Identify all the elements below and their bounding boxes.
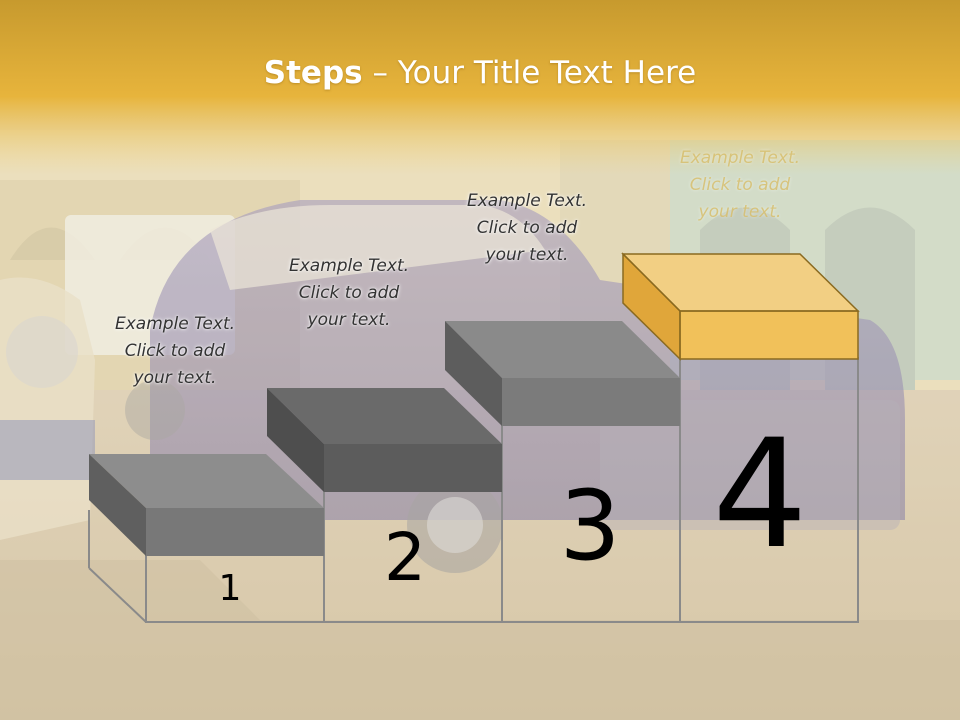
steps-diagram <box>88 252 860 623</box>
title-rest: Your Title Text Here <box>397 55 697 91</box>
step-1-text[interactable]: Example Text. Click to add your text. <box>114 314 236 388</box>
step-3-block[interactable] <box>445 321 680 426</box>
title-bold: Steps <box>263 55 363 91</box>
step-2-number: 2 <box>384 519 426 596</box>
title-dash: – <box>362 55 398 91</box>
step-3-text[interactable]: Example Text. Click to add your text. <box>466 191 588 265</box>
step-1-block[interactable] <box>89 454 324 556</box>
step-3-number: 3 <box>559 470 621 582</box>
step-1-number: 1 <box>218 568 242 609</box>
slide-title[interactable]: Steps – Your Title Text Here <box>0 55 960 91</box>
step-4-block[interactable] <box>621 252 860 361</box>
step-4-number: 4 <box>712 408 808 582</box>
step-2-text[interactable]: Example Text. Click to add your text. <box>288 256 410 330</box>
step-4-text[interactable]: Example Text. Click to add your text. <box>679 148 801 222</box>
step-2-block[interactable] <box>267 388 502 492</box>
